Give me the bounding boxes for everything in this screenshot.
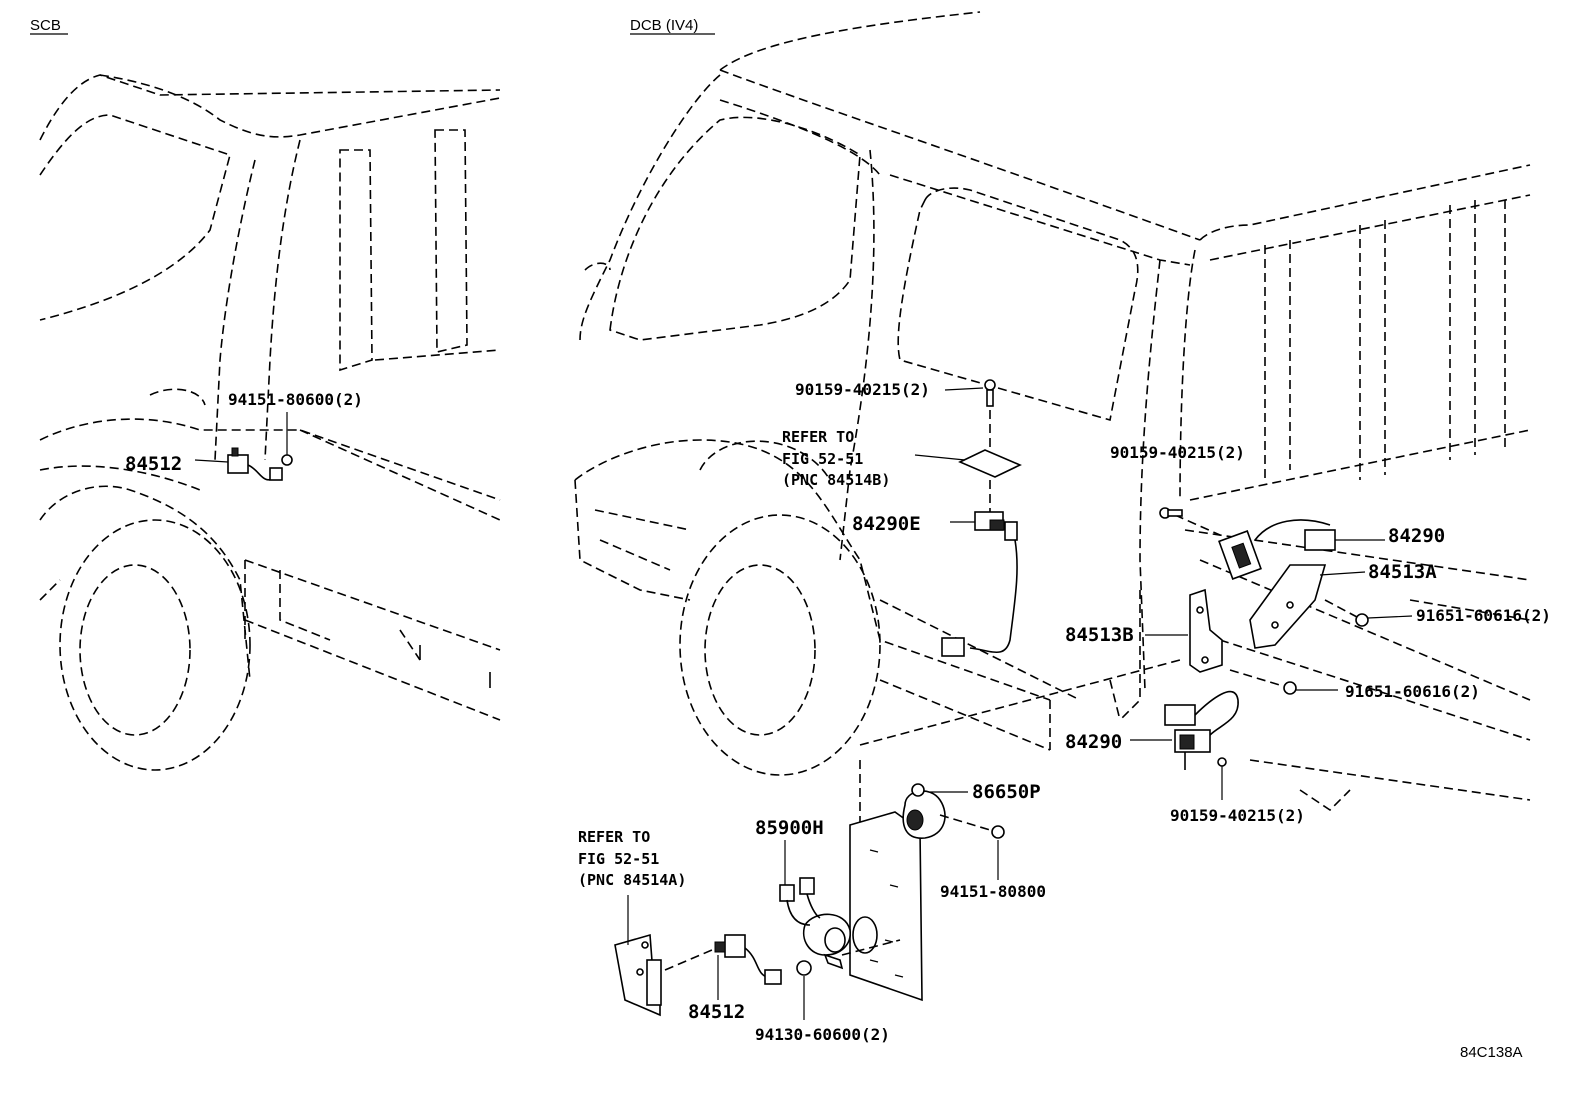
part-label-84290-upper[interactable]: 84290 <box>1388 525 1445 547</box>
switch-84290-lower <box>1130 690 1239 800</box>
part-label-90159-40215-top[interactable]: 90159-40215(2) <box>795 380 930 399</box>
nut-94130 <box>796 960 812 1020</box>
part-label-90159-40215-lower[interactable]: 90159-40215(2) <box>1170 806 1305 825</box>
part-label-94130-60600[interactable]: 94130-60600(2) <box>755 1025 890 1044</box>
refer-note-84514b-line2: FIG 52-51 <box>782 450 863 468</box>
part-label-84512-scb[interactable]: 84512 <box>125 453 182 475</box>
horn-86650p <box>849 783 1005 1002</box>
refer-note-84514a: REFER TO FIG 52-51 (PNC 84514A) <box>578 828 686 889</box>
scb-header: SCB <box>30 17 61 34</box>
scb-truck-outline <box>39 74 501 771</box>
part-label-86650p[interactable]: 86650P <box>972 781 1041 803</box>
switch-84290-upper <box>1159 507 1385 580</box>
part-label-90159-40215-right[interactable]: 90159-40215(2) <box>1110 443 1245 462</box>
part-label-85900h[interactable]: 85900H <box>755 817 824 839</box>
part-label-84290e[interactable]: 84290E <box>852 513 921 535</box>
part-label-84290-lower[interactable]: 84290 <box>1065 731 1122 753</box>
part-label-84512-dcb[interactable]: 84512 <box>688 1001 745 1023</box>
refer-note-84514a-line2: FIG 52-51 <box>578 850 659 868</box>
bolt-90159-top <box>944 379 996 520</box>
bracket-84513b <box>1145 588 1223 673</box>
refer-note-84514b-line1: REFER TO <box>782 428 854 446</box>
bracket-84514b <box>914 449 1022 478</box>
scb-door-switch-part <box>194 412 293 481</box>
part-label-84513a[interactable]: 84513A <box>1368 561 1437 583</box>
part-label-84513b[interactable]: 84513B <box>1065 624 1134 646</box>
part-label-94151-80800[interactable]: 94151-80800 <box>940 882 1046 901</box>
switch-84290e <box>941 511 1018 657</box>
bracket-84513a <box>1249 564 1413 649</box>
refer-note-84514b: REFER TO FIG 52-51 (PNC 84514B) <box>782 428 890 489</box>
switch-84512-dcb <box>614 895 782 1017</box>
part-label-91651-60616-lower[interactable]: 91651-60616(2) <box>1345 682 1480 701</box>
bolt-91651-lower <box>1229 669 1338 695</box>
refer-note-84514a-line1: REFER TO <box>578 828 650 846</box>
sensor-85900h <box>779 840 901 970</box>
dcb-header: DCB (IV4) <box>630 17 698 34</box>
refer-note-84514b-line3: (PNC 84514B) <box>782 471 890 489</box>
part-label-94151-80600[interactable]: 94151-80600(2) <box>228 390 363 409</box>
part-label-91651-60616-upper[interactable]: 91651-60616(2) <box>1416 606 1551 625</box>
illustration-id: 84C138A <box>1460 1044 1523 1061</box>
refer-note-84514a-line3: (PNC 84514A) <box>578 871 686 889</box>
